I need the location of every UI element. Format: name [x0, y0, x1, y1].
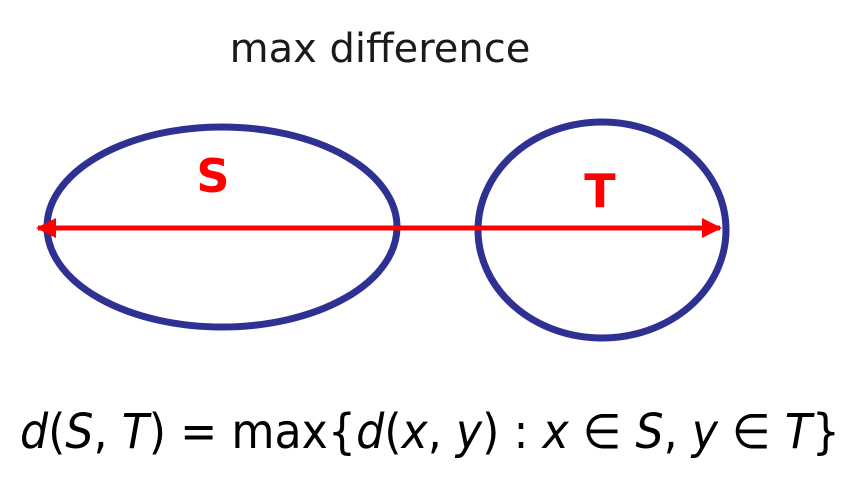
formula-comma2: ,	[664, 404, 692, 460]
formula-open: (	[384, 404, 401, 460]
set-s-label: S	[196, 149, 229, 203]
formula-y: y	[454, 404, 483, 460]
formula-brace-open: {	[328, 404, 356, 460]
formula-lhs-s: S	[65, 404, 93, 460]
formula-in2: ∈	[718, 404, 785, 460]
formula-lhs-comma: ,	[94, 404, 122, 460]
formula-lhs-d: d	[20, 404, 49, 460]
formula-colon: :	[499, 404, 542, 460]
formula-max: max	[231, 404, 328, 460]
formula-lhs-open: (	[48, 404, 65, 460]
formula-x: x	[400, 404, 429, 460]
set-t-label: T	[584, 164, 616, 218]
formula-close: )	[482, 404, 499, 460]
formula-comma1: ,	[428, 404, 456, 460]
formula-s: S	[635, 404, 663, 460]
formula-equals: =	[166, 404, 231, 460]
formula-in1: ∈	[569, 404, 636, 460]
diagram-title: max difference	[230, 26, 531, 72]
distance-formula: d(S, T) = max{d(x, y) : x ∈ S, y ∈ T}	[20, 404, 840, 460]
formula-lhs-close: )	[149, 404, 166, 460]
formula-y2: y	[690, 404, 719, 460]
formula-lhs-t: T	[122, 404, 152, 460]
formula-x2: x	[541, 404, 570, 460]
formula-brace-close: }	[812, 404, 840, 460]
formula-t: T	[785, 404, 815, 460]
formula-d: d	[356, 404, 385, 460]
